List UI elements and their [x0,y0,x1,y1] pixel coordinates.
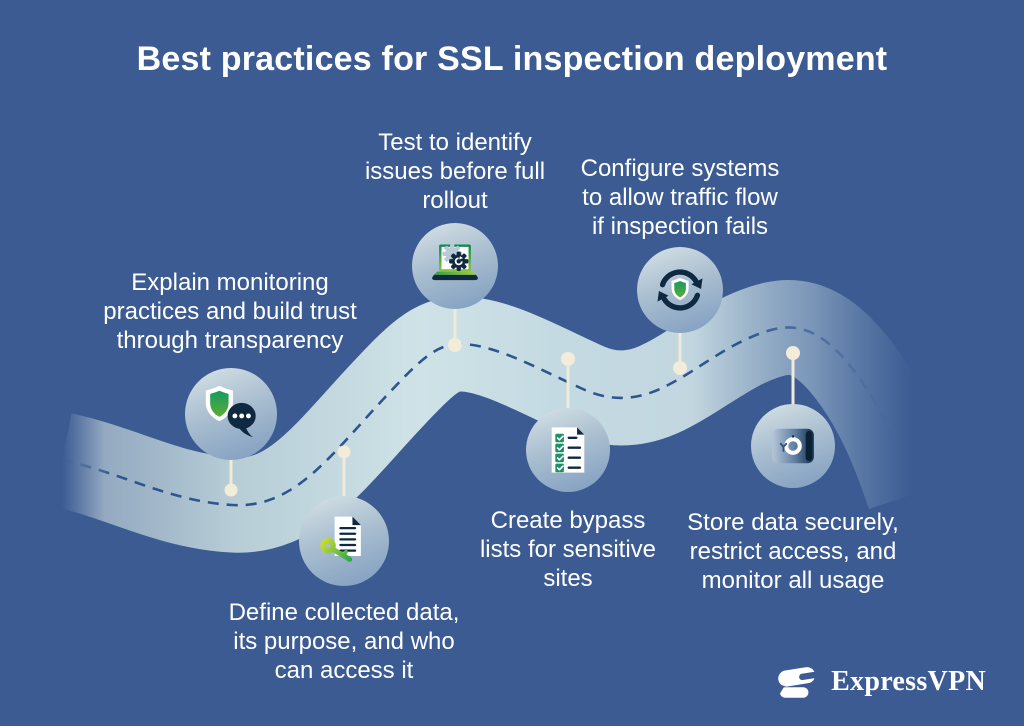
brand-wordmark: ExpressVPN [831,666,986,697]
step-label-explain-monitoring: Explain monitoring practices and build t… [103,269,357,354]
step-node-define-collected-data [299,496,389,586]
page-title: Best practices for SSL inspection deploy… [136,40,888,78]
step-node-test-before-rollout [412,223,498,309]
document-key-icon [320,516,361,562]
road-dashed-centerline [61,326,916,507]
step-label-configure-traffic-flow: Configure systems to allow traffic flow … [580,155,780,240]
laptop-gear-icon [432,243,478,281]
expressvpn-logo-icon [775,662,820,701]
refresh-shield-icon [657,269,703,311]
step-node-create-bypass-lists [526,408,610,492]
step-label-define-collected-data: Define collected data, its purpose, and … [228,599,460,684]
step-node-store-data-securely [751,404,835,488]
step-label-create-bypass-lists: Create bypass lists for sensitive sites [479,507,657,592]
step-node-explain-monitoring [185,368,277,460]
brand-footer: ExpressVPN [775,662,986,702]
shield-chat-icon [205,385,256,438]
checklist-icon [551,427,585,473]
step-label-store-data-securely: Store data securely, restrict access, an… [687,509,899,594]
step-node-configure-traffic-flow [637,247,723,333]
step-label-test-before-rollout: Test to identify issues before full roll… [364,129,546,214]
connector-dots [224,338,800,497]
safe-icon [772,428,814,464]
connector-stems [229,308,795,497]
